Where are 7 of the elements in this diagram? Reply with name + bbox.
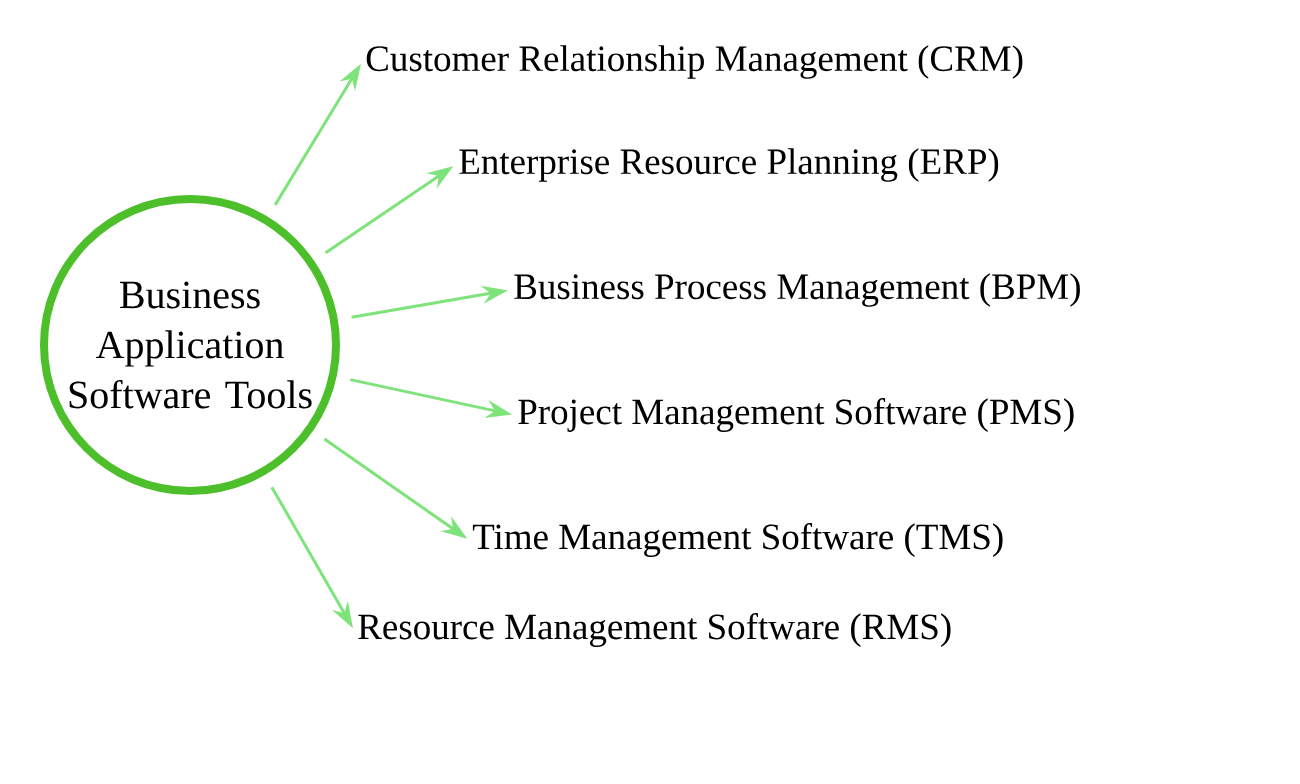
item-label: Business Process Management (BPM) xyxy=(514,273,1080,307)
item-label: Time Management Software (TMS) xyxy=(472,523,1003,557)
item-label: Customer Relationship Management (CRM) xyxy=(366,45,1023,79)
item-label: Project Management Software (PMS) xyxy=(518,398,1074,432)
circle-node: Business Application Software Tools xyxy=(40,195,340,495)
item-label: Enterprise Resource Planning (ERP) xyxy=(459,148,999,182)
item-label: Resource Management Software (RMS) xyxy=(358,613,951,647)
